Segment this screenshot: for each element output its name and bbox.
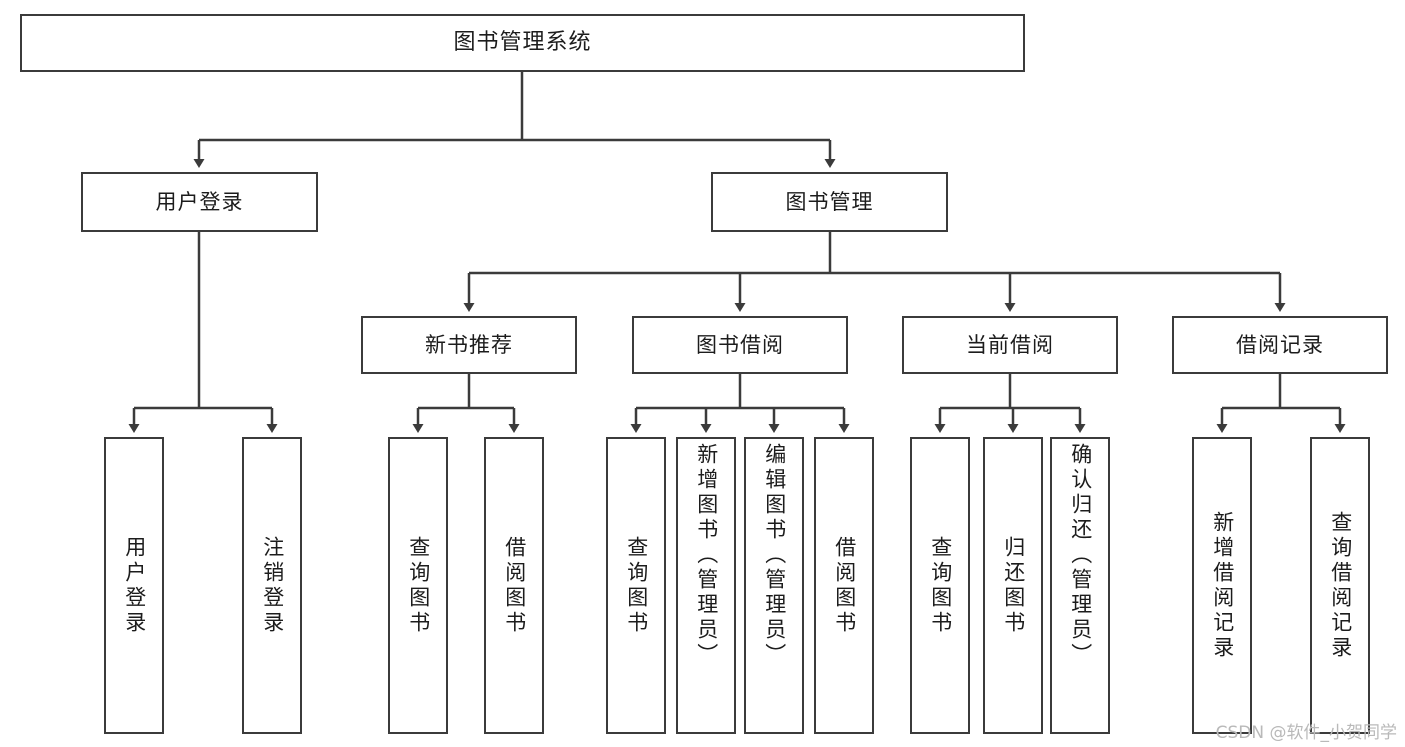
leaf-add-book[interactable]: 新增图书（管理员） — [676, 437, 736, 734]
leaf-logout[interactable]: 注销登录 — [242, 437, 302, 734]
csdn-watermark: CSDN @软件_小贺同学 — [1215, 723, 1397, 743]
leaf-query-book-3[interactable]: 查询图书 — [910, 437, 970, 734]
leaf-user-login[interactable]: 用户登录 — [104, 437, 164, 734]
leaf-edit-book[interactable]: 编辑图书（管理员） — [744, 437, 804, 734]
leaf-query-book-1[interactable]: 查询图书 — [388, 437, 448, 734]
leaf-confirm-return[interactable]: 确认归还（管理员） — [1050, 437, 1110, 734]
leaf-edit-book-label: 编辑图书（管理员） — [762, 443, 787, 668]
leaf-query-book-2[interactable]: 查询图书 — [606, 437, 666, 734]
leaf-confirm-return-label: 确认归还（管理员） — [1068, 443, 1093, 668]
leaf-borrow-book-1-label: 借阅图书 — [502, 535, 527, 636]
node-borrow-record-label: 借阅记录 — [1236, 332, 1324, 357]
leaf-query-record[interactable]: 查询借阅记录 — [1310, 437, 1370, 734]
leaf-query-book-3-label: 查询图书 — [928, 535, 953, 636]
node-root[interactable]: 图书管理系统 — [20, 14, 1025, 72]
node-book-borrow-label: 图书借阅 — [696, 332, 784, 357]
leaf-logout-label: 注销登录 — [260, 535, 285, 636]
leaf-add-record[interactable]: 新增借阅记录 — [1192, 437, 1252, 734]
leaf-borrow-book-1[interactable]: 借阅图书 — [484, 437, 544, 734]
node-user-login-label: 用户登录 — [155, 189, 244, 214]
leaf-query-record-label: 查询借阅记录 — [1328, 510, 1353, 661]
node-user-login[interactable]: 用户登录 — [81, 172, 318, 232]
leaf-borrow-book-2[interactable]: 借阅图书 — [814, 437, 874, 734]
node-current-borrow[interactable]: 当前借阅 — [902, 316, 1118, 374]
node-borrow-record[interactable]: 借阅记录 — [1172, 316, 1388, 374]
leaf-add-record-label: 新增借阅记录 — [1210, 510, 1235, 661]
node-book-borrow[interactable]: 图书借阅 — [632, 316, 848, 374]
leaf-user-login-label: 用户登录 — [122, 535, 147, 636]
node-new-book-rec-label: 新书推荐 — [425, 332, 513, 357]
leaf-add-book-label: 新增图书（管理员） — [694, 443, 719, 668]
node-book-manage[interactable]: 图书管理 — [711, 172, 948, 232]
leaf-query-book-2-label: 查询图书 — [624, 535, 649, 636]
node-book-manage-label: 图书管理 — [785, 189, 874, 214]
leaf-return-book-label: 归还图书 — [1001, 535, 1026, 636]
leaf-return-book[interactable]: 归还图书 — [983, 437, 1043, 734]
node-current-borrow-label: 当前借阅 — [966, 332, 1054, 357]
node-root-label: 图书管理系统 — [453, 30, 592, 56]
leaf-borrow-book-2-label: 借阅图书 — [832, 535, 857, 636]
node-new-book-rec[interactable]: 新书推荐 — [361, 316, 577, 374]
leaf-query-book-1-label: 查询图书 — [406, 535, 431, 636]
